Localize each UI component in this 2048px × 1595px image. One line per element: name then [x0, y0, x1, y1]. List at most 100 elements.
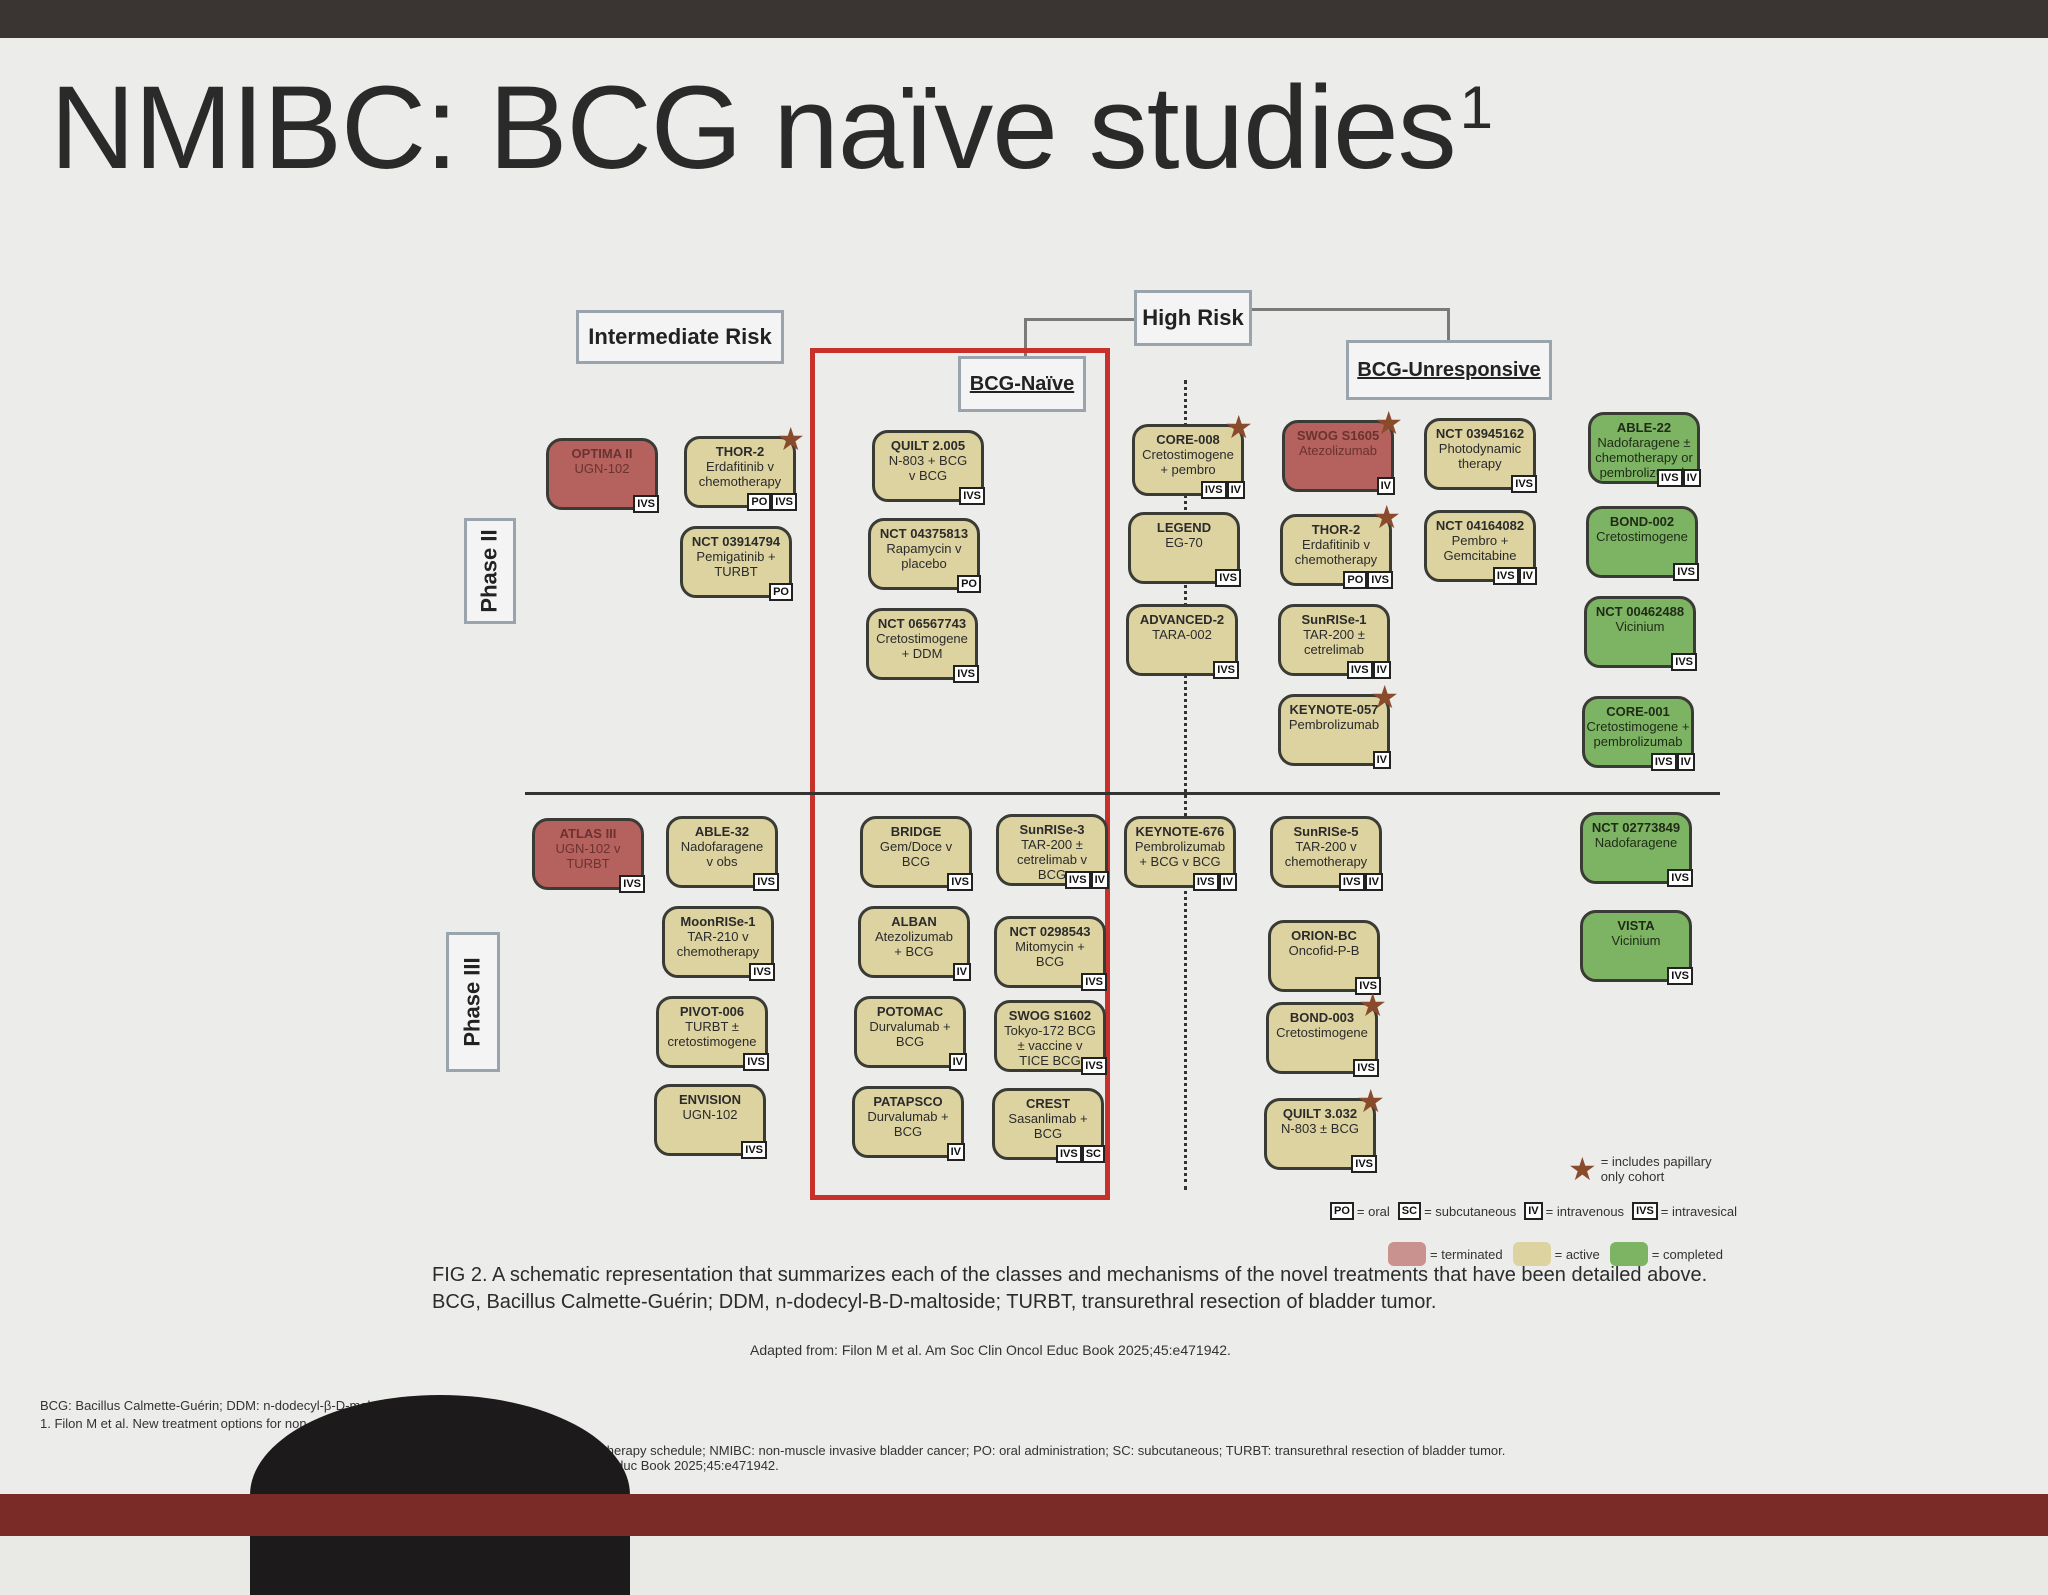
trial-description: TAR-200 ± cetrelimab: [1303, 626, 1365, 657]
trial-description: UGN-102: [574, 460, 630, 476]
terminated-swatch: [1388, 1242, 1426, 1266]
route-tag: IV: [948, 1053, 967, 1071]
trial-description: Tokyo-172 BCG ± vaccine v TICE BCG: [1004, 1022, 1096, 1068]
trial-name: THOR-2: [715, 444, 765, 459]
connector-left-vertical: [1024, 318, 1027, 356]
star-icon: ★: [1356, 1083, 1385, 1119]
trial-description: Durvalumab + BCG: [867, 1108, 949, 1139]
route-tag: IVS: [953, 665, 979, 683]
trial-description: Vicinium: [1611, 932, 1661, 948]
footnote-line-3: ical therapy schedule; NMIBC: non-muscle…: [580, 1443, 1506, 1458]
route-tag: IVS: [1192, 873, 1219, 891]
route-tags: IV: [948, 1053, 967, 1071]
trial-description: Cretostimogene + pembrolizumab: [1586, 718, 1690, 749]
route-tag: IV: [952, 963, 971, 981]
route-tags: IVS: [959, 487, 985, 505]
trial-name: ALBAN: [891, 914, 937, 929]
legend-sc-text: = subcutaneous: [1424, 1203, 1517, 1219]
trial-name: NCT 00462488: [1595, 604, 1685, 619]
trial-description: N-803 ± BCG: [1281, 1120, 1359, 1136]
trial-name: ABLE-32: [694, 824, 750, 839]
trial-name: THOR-2: [1311, 522, 1361, 537]
trial-name: NCT 0298543: [1009, 924, 1091, 939]
route-tags: IVS: [1081, 973, 1107, 991]
bcg-naive-frame: [810, 348, 1110, 1200]
route-tag: IVS: [1355, 977, 1381, 995]
trial-description: Mitomycin + BCG: [1015, 938, 1085, 969]
route-tag: IVS: [1213, 661, 1239, 679]
route-tags: PO: [769, 583, 793, 601]
trial-description: Cretostimogene: [1596, 528, 1688, 544]
route-tag: IVS: [1346, 661, 1373, 679]
phase-ii-label: Phase II: [464, 518, 516, 624]
footnote-abbreviations: BCG: Bacillus Calmette-Guérin; DDM: n-do…: [40, 1398, 382, 1413]
bcg-unresponsive-header: BCG-Unresponsive: [1346, 340, 1552, 400]
star-icon: ★: [1372, 499, 1401, 535]
route-tag: IV: [946, 1143, 965, 1161]
trial-name: OPTIMA II: [571, 446, 633, 461]
route-tag: IVS: [1055, 1145, 1082, 1163]
route-tags: IVS: [633, 495, 659, 513]
legend-star-text: = includes papillary only cohort: [1600, 1154, 1712, 1184]
caption-line-2: BCG, Bacillus Calmette-Guérin; DDM, n-do…: [432, 1291, 1437, 1313]
star-icon: ★: [1224, 409, 1253, 445]
phase-iii-text: Phase III: [460, 957, 485, 1047]
trial-name: MoonRISe-1: [680, 914, 756, 929]
bcg-naive-header: BCG-Naïve: [958, 356, 1086, 412]
legend-active-text: = active: [1554, 1246, 1600, 1262]
trial-name: SunRISe-1: [1301, 612, 1367, 627]
route-tags: IVS: [749, 963, 775, 981]
trial-name: ENVISION: [678, 1092, 742, 1107]
route-tags: IVS: [753, 873, 779, 891]
trial-name: BOND-002: [1609, 514, 1675, 529]
route-tag: IVS: [1656, 469, 1683, 487]
trial-name: VISTA: [1617, 918, 1655, 933]
trial-name: BOND-003: [1289, 1010, 1355, 1025]
route-tag: IVS: [743, 1053, 769, 1071]
trial-name: NCT 06567743: [877, 616, 967, 631]
route-tag: IV: [1682, 469, 1701, 487]
route-tag: IVS: [1081, 973, 1107, 991]
route-tag: IVS: [1215, 569, 1241, 587]
legend-star: ★ = includes papillary only cohort: [1568, 1150, 1728, 1188]
route-tag: IVS: [959, 487, 985, 505]
route-tag: IVS: [633, 495, 659, 513]
trial-name: QUILT 3.032: [1282, 1106, 1358, 1121]
connector-left-horizontal: [1024, 318, 1136, 321]
